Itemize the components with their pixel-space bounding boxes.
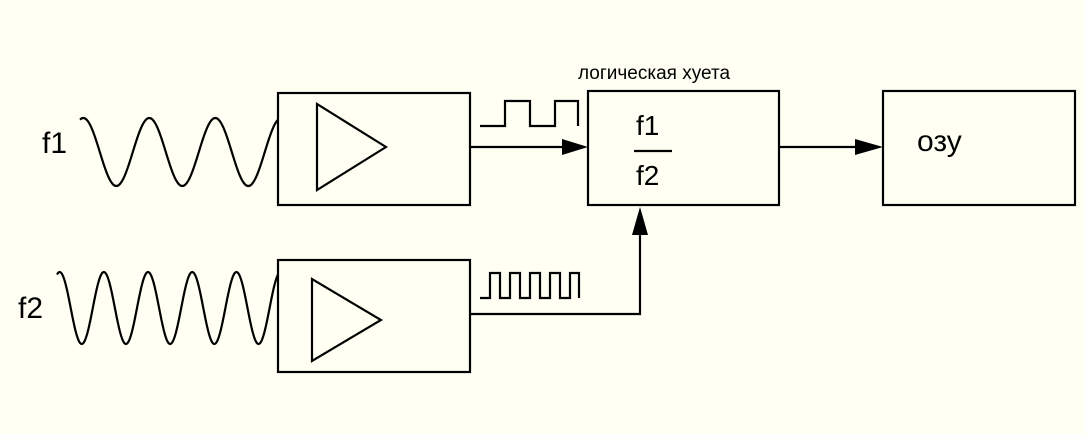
logic-block	[586, 89, 781, 207]
signal-f2-label: f2	[18, 292, 44, 325]
amplifier-2-block	[276, 258, 472, 374]
square-wave-f2	[480, 271, 581, 300]
arrow-head-to-logic-icon	[562, 139, 588, 155]
logic-block-caption: логическая хуета	[578, 63, 731, 84]
fraction-numerator: f1	[636, 110, 660, 141]
arrow-head-up-to-logic-icon	[632, 207, 648, 235]
sine-wave-f1	[79, 116, 279, 188]
amplifier-2-triangle-icon	[310, 277, 384, 363]
connector-amp2-to-logic	[470, 233, 642, 316]
fraction-denominator: f2	[636, 160, 660, 191]
arrow-head-to-ram-icon	[855, 139, 883, 155]
amplifier-1-block	[276, 91, 472, 207]
square-wave-f1	[480, 99, 580, 128]
amplifier-1-triangle-icon	[315, 102, 389, 192]
ram-block-label: озу	[917, 125, 962, 158]
ram-block	[881, 89, 1077, 207]
sine-wave-f2	[56, 270, 280, 346]
signal-f1-label: f1	[42, 127, 68, 160]
